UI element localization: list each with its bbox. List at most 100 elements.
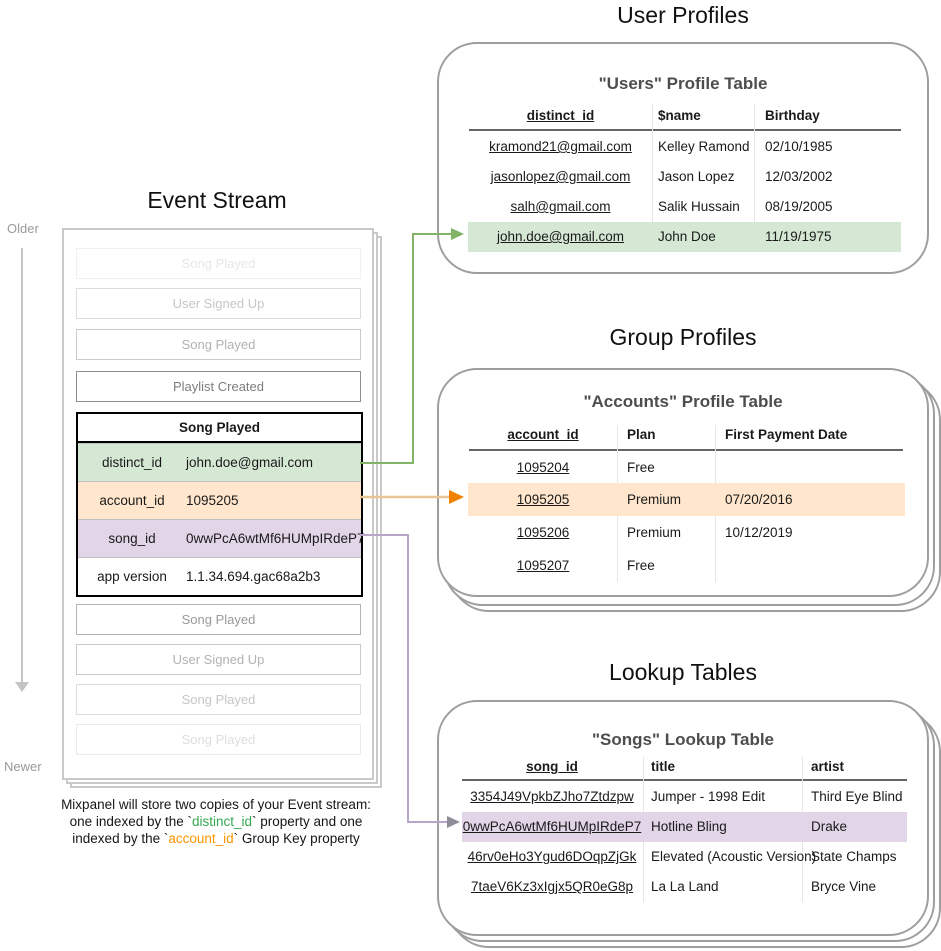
property-value: 0wwPcA6wtMf6HUMpIRdeP7 xyxy=(186,531,365,546)
cell-account-id: 1095204 xyxy=(516,460,570,475)
table-row-highlighted: 1095205 Premium 07/20/2016 xyxy=(468,483,905,516)
user-profiles-title: User Profiles xyxy=(617,2,749,28)
property-value: 1.1.34.694.gac68a2b3 xyxy=(186,569,321,584)
event-stream-container: Song Played User Signed Up Song Played P… xyxy=(62,228,374,780)
event-box: User Signed Up xyxy=(76,644,361,675)
event-box: Song Played xyxy=(76,684,361,715)
cell-distinct-id: kramond21@gmail.com xyxy=(489,139,632,154)
header-rule xyxy=(469,449,903,451)
group-profiles-title: Group Profiles xyxy=(609,324,757,350)
event-stream-title: Event Stream xyxy=(147,187,287,213)
event-box: Song Played xyxy=(76,724,361,755)
account-id-keyword: account_id xyxy=(168,831,234,846)
timeline-line xyxy=(21,248,23,682)
property-key: song_id xyxy=(108,531,156,546)
users-profile-card: "Users" Profile Table distinct_id $name … xyxy=(437,42,929,274)
table-row: 46rv0eHo3Ygud6DOqpZjGk Elevated (Acousti… xyxy=(462,842,907,872)
table-row: 1095206 Premium 10/12/2019 xyxy=(468,516,905,549)
column-header-plan: Plan xyxy=(627,427,656,442)
column-header-name: $name xyxy=(658,108,701,123)
users-table-title: "Users" Profile Table xyxy=(598,74,768,93)
cell-distinct-id: jasonlopez@gmail.com xyxy=(490,169,631,184)
caption-line-3: indexed by the `account_id` Group Key pr… xyxy=(72,831,360,846)
column-header-first-payment-date: First Payment Date xyxy=(725,427,848,442)
column-header-artist: artist xyxy=(811,759,845,774)
caption-line-2: one indexed by the `distinct_id` propert… xyxy=(69,814,363,829)
cell-artist: Bryce Vine xyxy=(811,879,877,894)
property-key: app version xyxy=(97,569,167,584)
cell-song-id: 0wwPcA6wtMf6HUMpIRdeP7 xyxy=(462,819,642,834)
cell-title: Jumper - 1998 Edit xyxy=(651,789,766,804)
expanded-event-title: Song Played xyxy=(78,414,361,443)
newer-label: Newer xyxy=(4,759,42,774)
event-box: Song Played xyxy=(76,248,361,279)
event-box: User Signed Up xyxy=(76,288,361,319)
cell-artist: State Champs xyxy=(811,849,897,864)
table-row: 3354J49VpkbZJho7Ztdzpw Jumper - 1998 Edi… xyxy=(462,782,907,812)
table-row: jasonlopez@gmail.com Jason Lopez 12/03/2… xyxy=(468,162,901,192)
table-row: kramond21@gmail.com Kelley Ramond 02/10/… xyxy=(468,132,901,162)
header-rule xyxy=(462,779,907,781)
cell-birthday: 11/19/1975 xyxy=(765,229,832,244)
cell-plan: Free xyxy=(627,460,655,475)
table-row: 7taeV6Kz3xIgjx5QR0eG8p La La Land Bryce … xyxy=(462,872,907,902)
table-row: 1095204 Free xyxy=(468,452,905,483)
distinct-id-keyword: distinct_id xyxy=(191,814,253,829)
cell-artist: Third Eye Blind xyxy=(811,789,903,804)
column-separator xyxy=(754,104,755,252)
property-row-account-id: account_id 1095205 xyxy=(78,481,361,519)
property-key: account_id xyxy=(99,493,165,508)
cell-title: Elevated (Acoustic Version) xyxy=(651,849,817,864)
accounts-profile-card: "Accounts" Profile Table account_id Plan… xyxy=(437,368,929,597)
cell-name: Salik Hussain xyxy=(658,199,740,214)
property-key: distinct_id xyxy=(101,455,163,470)
caption-line-1: Mixpanel will store two copies of your E… xyxy=(61,797,371,812)
cell-birthday: 08/19/2005 xyxy=(765,199,833,214)
column-separator xyxy=(652,104,653,252)
cell-birthday: 02/10/1985 xyxy=(765,139,833,154)
expanded-event-card: Song Played distinct_id john.doe@gmail.c… xyxy=(76,412,365,597)
cell-plan: Premium xyxy=(627,492,682,507)
cell-artist: Drake xyxy=(811,819,848,834)
property-row-song-id: song_id 0wwPcA6wtMf6HUMpIRdeP7 xyxy=(78,519,365,557)
cell-song-id: 7taeV6Kz3xIgjx5QR0eG8p xyxy=(470,879,634,894)
cell-plan: Premium xyxy=(627,525,682,540)
property-row-app-version: app version 1.1.34.694.gac68a2b3 xyxy=(78,557,361,595)
table-row-highlighted: john.doe@gmail.com John Doe 11/19/1975 xyxy=(468,222,901,252)
column-header-title: title xyxy=(651,759,676,774)
timeline-arrow-down-icon xyxy=(15,682,29,692)
cell-name: John Doe xyxy=(658,229,716,244)
cell-first-payment-date: 07/20/2016 xyxy=(725,492,793,507)
property-value: john.doe@gmail.com xyxy=(186,455,314,470)
cell-distinct-id: john.doe@gmail.com xyxy=(496,229,625,244)
event-box: Song Played xyxy=(76,604,361,635)
cell-plan: Free xyxy=(627,558,655,573)
cell-name: Kelley Ramond xyxy=(658,139,750,154)
column-header-birthday: Birthday xyxy=(765,108,820,123)
property-value: 1095205 xyxy=(186,493,239,508)
accounts-table-title: "Accounts" Profile Table xyxy=(583,392,783,411)
cell-account-id: 1095206 xyxy=(516,525,570,540)
cell-title: La La Land xyxy=(651,879,719,894)
cell-name: Jason Lopez xyxy=(658,169,735,184)
songs-lookup-card: "Songs" Lookup Table song_id title artis… xyxy=(437,700,929,936)
cell-account-id: 1095207 xyxy=(516,558,570,573)
caption: Mixpanel will store two copies of your E… xyxy=(30,796,402,847)
event-box: Playlist Created xyxy=(76,371,361,402)
column-header-distinct-id: distinct_id xyxy=(526,108,595,123)
cell-song-id: 46rv0eHo3Ygud6DOqpZjGk xyxy=(467,849,637,864)
cell-first-payment-date: 10/12/2019 xyxy=(725,525,793,540)
lookup-tables-title: Lookup Tables xyxy=(609,659,757,685)
cell-account-id: 1095205 xyxy=(516,492,570,507)
table-row: 1095207 Free xyxy=(468,549,905,582)
table-row: salh@gmail.com Salik Hussain 08/19/2005 xyxy=(468,192,901,222)
table-row-highlighted: 0wwPcA6wtMf6HUMpIRdeP7 Hotline Bling Dra… xyxy=(462,812,907,842)
property-row-distinct-id: distinct_id john.doe@gmail.com xyxy=(78,443,361,481)
songs-table-title: "Songs" Lookup Table xyxy=(591,730,775,749)
cell-title: Hotline Bling xyxy=(651,819,727,834)
cell-song-id: 3354J49VpkbZJho7Ztdzpw xyxy=(470,789,634,804)
column-header-song-id: song_id xyxy=(526,759,578,774)
cell-distinct-id: salh@gmail.com xyxy=(510,199,611,214)
column-header-account-id: account_id xyxy=(507,427,579,442)
